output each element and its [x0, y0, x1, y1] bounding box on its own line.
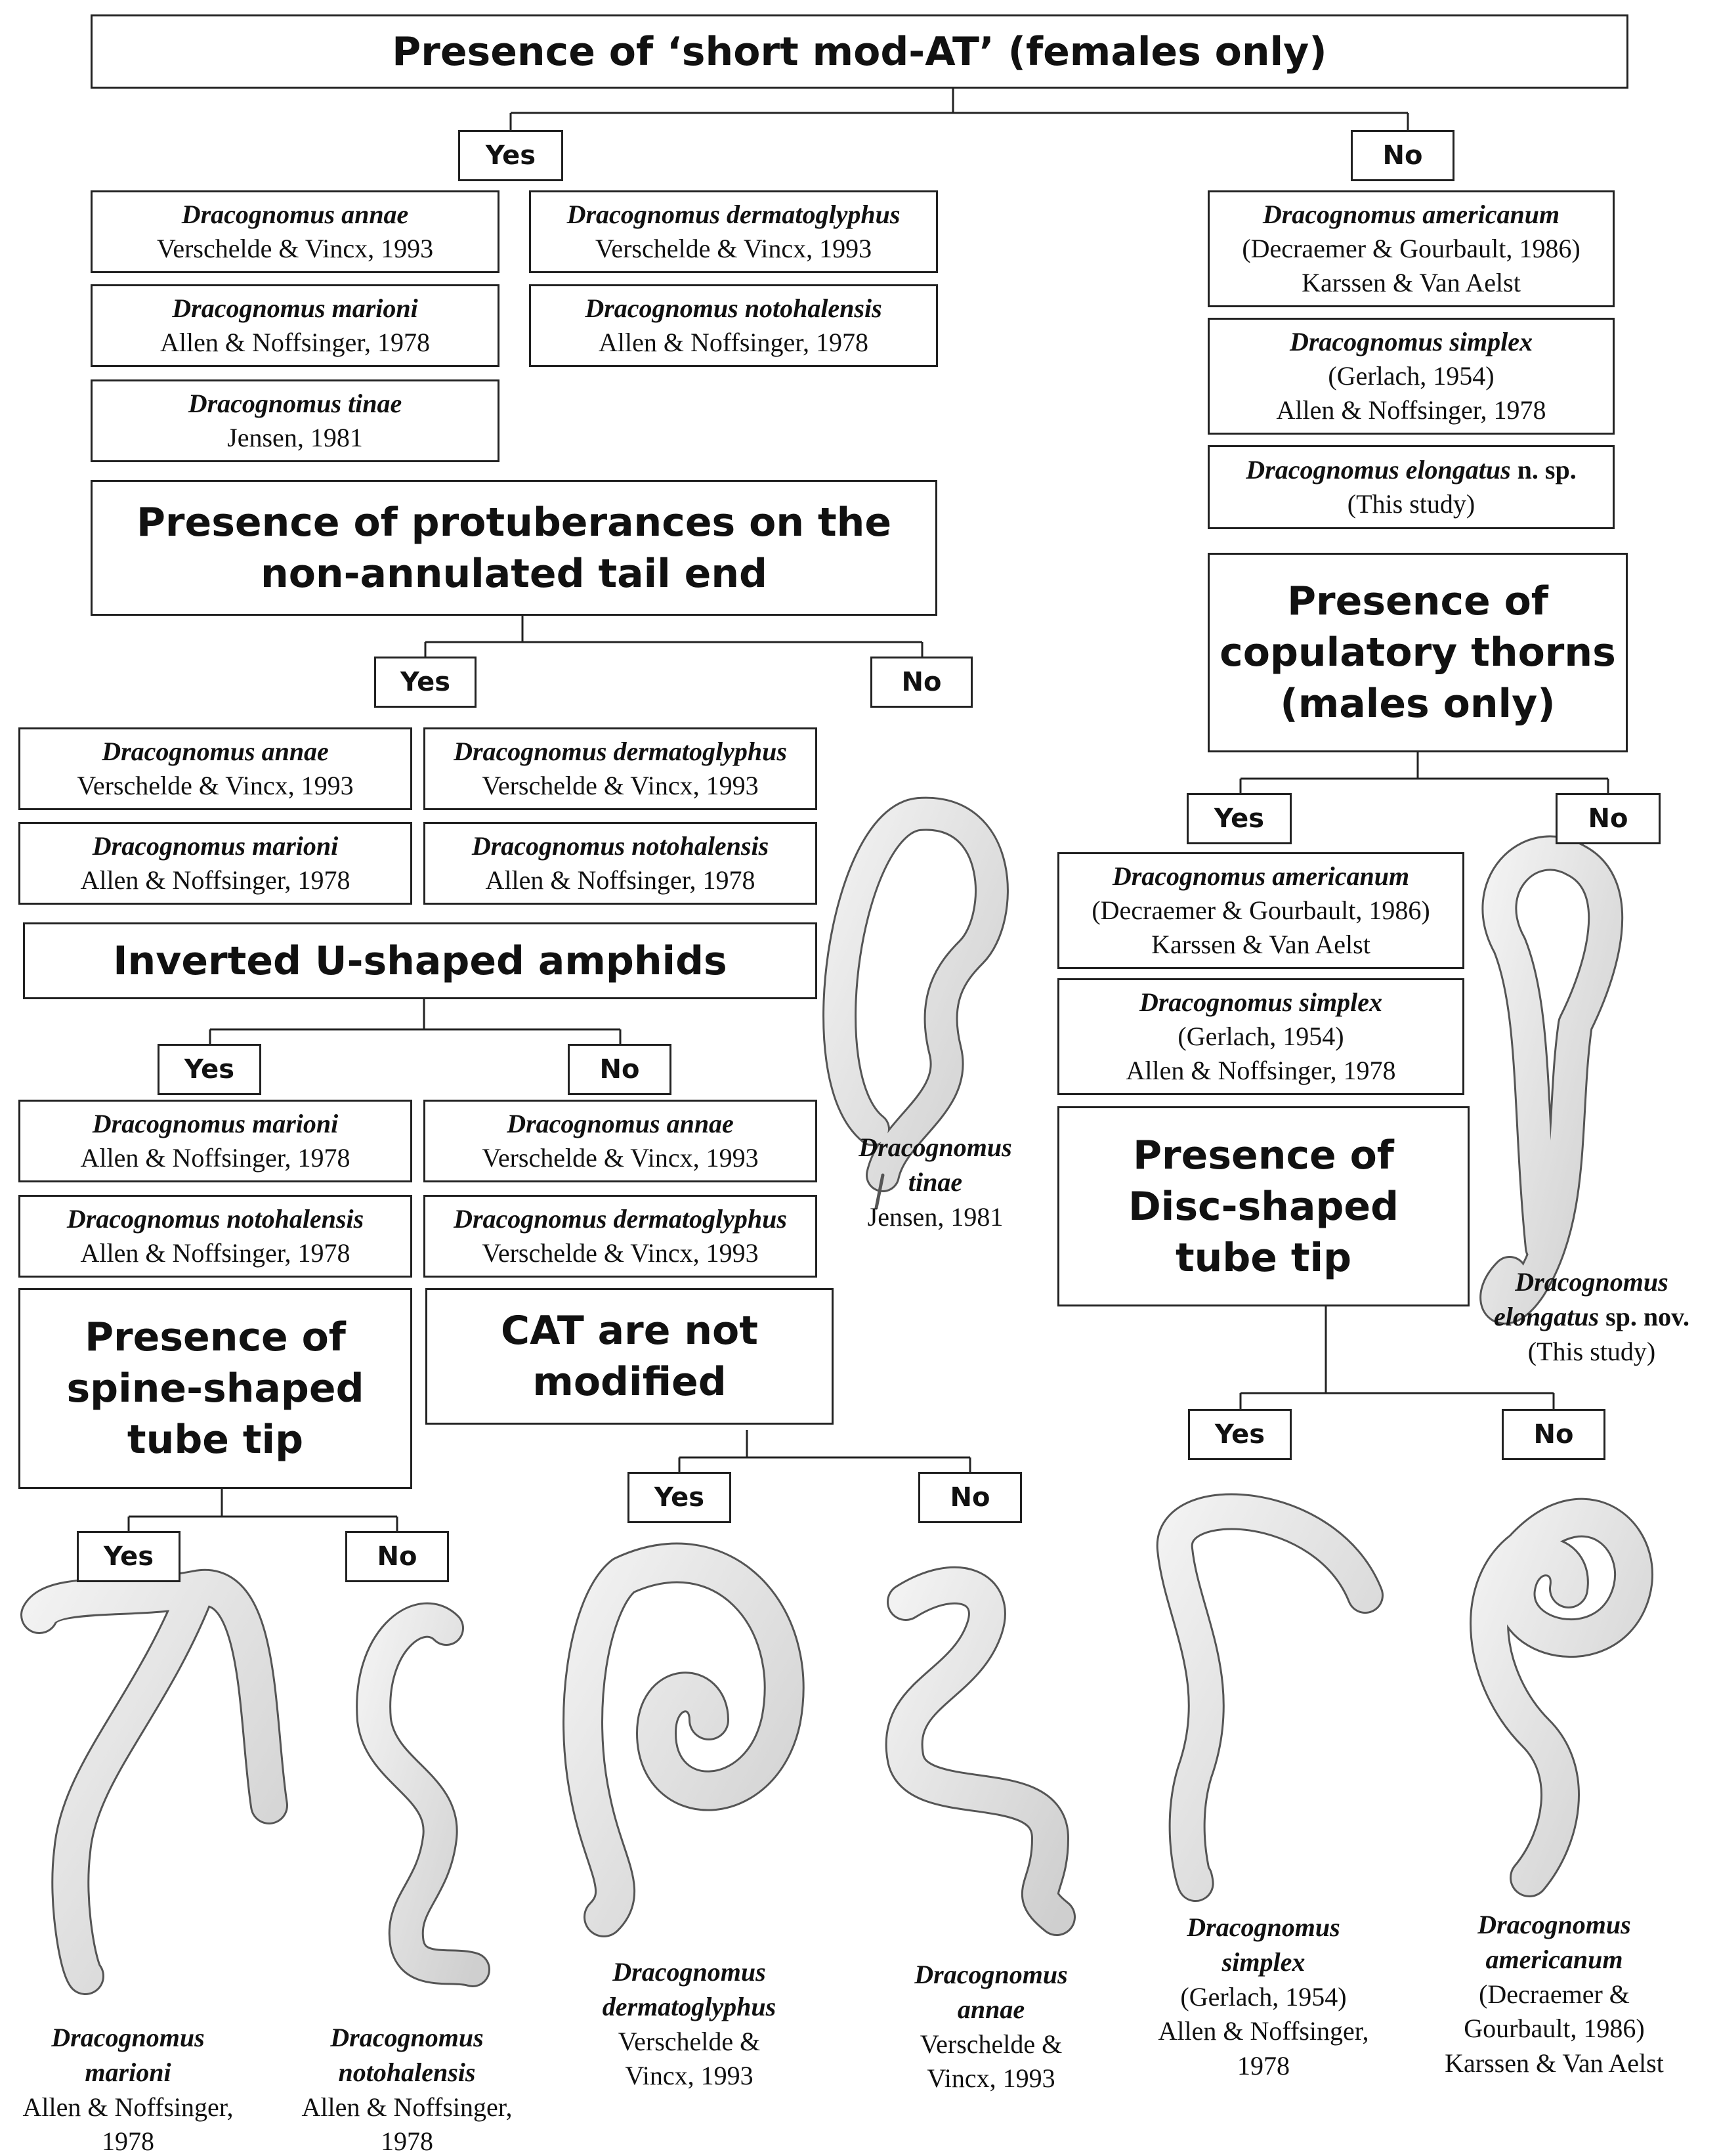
- species-box-elongatus: Dracognomus elongatus n. sp. (This study…: [1208, 445, 1615, 529]
- worm-simplex-illustration: [1156, 1493, 1384, 1902]
- species-box-marioni: Dracognomus marioni Allen & Noffsinger, …: [91, 284, 499, 367]
- connector-q5: [1239, 1306, 1555, 1410]
- species-box-dermatoglyphus: Dracognomus dermatoglyphus Verschelde & …: [529, 190, 938, 273]
- question-text: Presence of Disc-shaped tube tip: [1128, 1132, 1399, 1281]
- species-suffix: n. sp.: [1510, 455, 1577, 485]
- species-box-simplex: Dracognomus simplex (Gerlach, 1954) Alle…: [1208, 318, 1615, 435]
- caption-marioni: Dracognomus marioni Allen & Noffsinger, …: [22, 2023, 234, 2156]
- answer-no: No: [345, 1531, 449, 1582]
- caption-simplex: Dracognomus simplex (Gerlach, 1954) Alle…: [1158, 1912, 1369, 2081]
- connector-q4: [209, 999, 622, 1045]
- question-text: Presence of spine-shaped tube tip: [66, 1314, 364, 1463]
- answer-yes: Yes: [374, 657, 477, 708]
- worm-marioni-illustration: [20, 1568, 288, 1995]
- connector-q3: [1239, 752, 1609, 794]
- question-disc-shaped-tip: Presence of Disc-shaped tube tip: [1057, 1106, 1470, 1306]
- caption-americanum: Dracognomus americanum (Decraemer & Gour…: [1445, 1910, 1664, 2079]
- question-copulatory-thorns: Presence of copulatory thorns (males onl…: [1208, 553, 1628, 752]
- answer-no: No: [1502, 1409, 1605, 1460]
- species-box-simplex: Dracognomus simplex (Gerlach, 1954) Alle…: [1057, 978, 1464, 1095]
- species-box-annae: Dracognomus annae Verschelde & Vincx, 19…: [91, 190, 499, 273]
- answer-yes: Yes: [627, 1472, 731, 1523]
- caption-annae: Dracognomus annae Verschelde & Vincx, 19…: [914, 1960, 1068, 2094]
- worm-americanum-illustration: [1470, 1498, 1653, 1897]
- caption-elongatus: Dracognomus elongatus sp. nov. (This stu…: [1494, 1267, 1689, 1366]
- species-box-annae: Dracognomus annae Verschelde & Vincx, 19…: [423, 1100, 817, 1182]
- answer-yes: Yes: [158, 1044, 261, 1095]
- question-tail-protuberances: Presence of protuberances on the non-ann…: [91, 480, 937, 616]
- answer-no: No: [918, 1472, 1022, 1523]
- species-box-marioni: Dracognomus marioni Allen & Noffsinger, …: [18, 822, 412, 905]
- answer-yes: Yes: [1188, 1409, 1292, 1460]
- caption-tinae: Dracognomus tinae Jensen, 1981: [859, 1132, 1012, 1232]
- worm-notohalensis-illustration: [356, 1602, 490, 1987]
- species-box-tinae: Dracognomus tinae Jensen, 1981: [91, 379, 499, 462]
- species-box-notohalensis: Dracognomus notohalensis Allen & Noffsin…: [423, 822, 817, 905]
- answer-yes: Yes: [1187, 793, 1292, 844]
- question-cat-not-modified: CAT are not modified: [425, 1288, 834, 1425]
- worm-tinae-illustration: [822, 796, 1009, 1210]
- caption-dermatoglyphus: Dracognomus dermatoglyphus Verschelde & …: [602, 1957, 776, 2091]
- species-box-americanum: Dracognomus americanum (Decraemer & Gour…: [1208, 190, 1615, 307]
- question-u-shaped-amphids: Inverted U-shaped amphids: [23, 922, 817, 999]
- worm-annae-illustration: [885, 1566, 1076, 1936]
- species-box-dermatoglyphus: Dracognomus dermatoglyphus Verschelde & …: [423, 727, 817, 810]
- question-text: CAT are not modified: [501, 1308, 758, 1405]
- species-box-notohalensis: Dracognomus notohalensis Allen & Noffsin…: [529, 284, 938, 367]
- connector-q6: [127, 1489, 398, 1532]
- species-box-annae: Dracognomus annae Verschelde & Vincx, 19…: [18, 727, 412, 810]
- species-box-notohalensis: Dracognomus notohalensis Allen & Noffsin…: [18, 1195, 412, 1278]
- question-short-mod-at: Presence of ‘short mod-AT’ (females only…: [91, 14, 1628, 89]
- question-text: Presence of ‘short mod-AT’ (females only…: [392, 28, 1327, 75]
- worm-elongatus-illustration: [1479, 835, 1624, 1325]
- question-text: Inverted U-shaped amphids: [113, 938, 727, 984]
- answer-no: No: [1556, 793, 1661, 844]
- species-box-marioni: Dracognomus marioni Allen & Noffsinger, …: [18, 1100, 412, 1182]
- answer-yes: Yes: [458, 130, 563, 181]
- answer-no: No: [1351, 130, 1454, 181]
- caption-notohalensis: Dracognomus notohalensis Allen & Noffsin…: [301, 2023, 513, 2156]
- answer-no: No: [568, 1044, 671, 1095]
- species-box-americanum: Dracognomus americanum (Decraemer & Gour…: [1057, 852, 1464, 969]
- worm-dermatoglyphus-illustration: [562, 1542, 805, 1937]
- connector-q1: [509, 89, 1409, 131]
- answer-no: No: [870, 657, 973, 708]
- connector-q7: [678, 1430, 971, 1473]
- question-text: Presence of copulatory thorns (males onl…: [1220, 578, 1616, 727]
- caption-name: Dracognomus elongatus: [1494, 1267, 1668, 1331]
- question-text: Presence of protuberances on the non-ann…: [136, 499, 892, 597]
- caption-suffix: sp. nov.: [1599, 1301, 1689, 1331]
- connector-q2: [424, 616, 923, 658]
- question-spine-shaped-tip: Presence of spine-shaped tube tip: [18, 1288, 412, 1489]
- answer-yes: Yes: [77, 1531, 180, 1582]
- species-box-dermatoglyphus: Dracognomus dermatoglyphus Verschelde & …: [423, 1195, 817, 1278]
- species-name: Dracognomus elongatus: [1246, 455, 1511, 485]
